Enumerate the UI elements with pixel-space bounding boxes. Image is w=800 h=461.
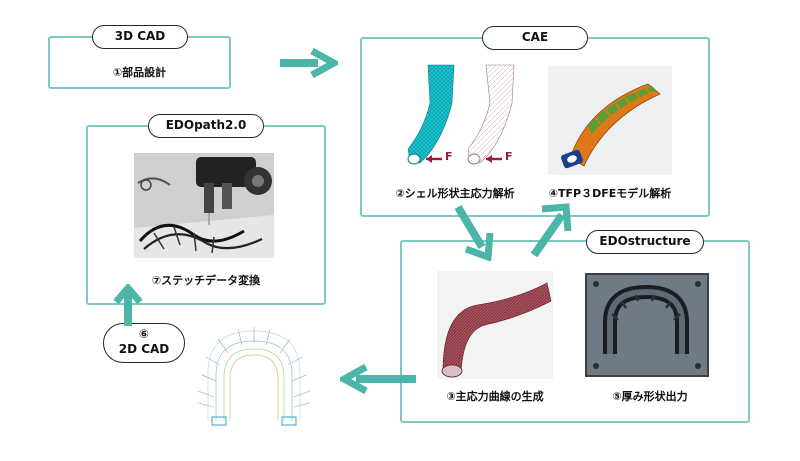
- stress-curve-image: [437, 271, 553, 379]
- tag-2d-cad-label: 2D CAD: [118, 342, 170, 356]
- force-label-2: F: [505, 150, 513, 163]
- caption-shell-analysis: ②シェル形状主応力解析: [395, 187, 515, 200]
- caption-part-design: ①部品設計: [112, 66, 167, 79]
- tag-2d-cad: ⑥ 2D CAD: [103, 323, 185, 363]
- arrow-cad-to-cae: [280, 48, 338, 78]
- step-number-6: ⑥: [138, 327, 150, 341]
- caption-stitch-conversion: ⑦ステッチデータ変換: [151, 274, 261, 287]
- caption-tfp-analysis: ④TFP３DFEモデル解析: [548, 187, 672, 200]
- caption-stress-curve: ③主応力曲線の生成: [446, 390, 544, 403]
- frame-edostructure: [400, 240, 750, 423]
- arrow-structure-to-2d: [340, 364, 416, 394]
- caption-thickness-output: ⑤厚み形状出力: [612, 390, 688, 403]
- arrow-shell-to-curve: [454, 204, 494, 261]
- tfp-model-image: [548, 66, 672, 175]
- tag-3d-cad: 3D CAD: [92, 25, 188, 49]
- force-label-1: F: [445, 150, 453, 163]
- embroidery-machine-image: [134, 153, 274, 258]
- stitch-pattern-image: [196, 321, 311, 435]
- arrow-2d-to-edopath: [113, 284, 143, 326]
- tag-cae: CAE: [482, 26, 588, 50]
- arrow-curve-to-tfp: [530, 203, 572, 258]
- tag-edostructure: EDOstructure: [586, 230, 704, 254]
- tag-edopath: EDOpath2.0: [148, 114, 264, 138]
- shell-analysis-image: F F: [398, 63, 518, 175]
- thickness-mold-image: [582, 272, 712, 378]
